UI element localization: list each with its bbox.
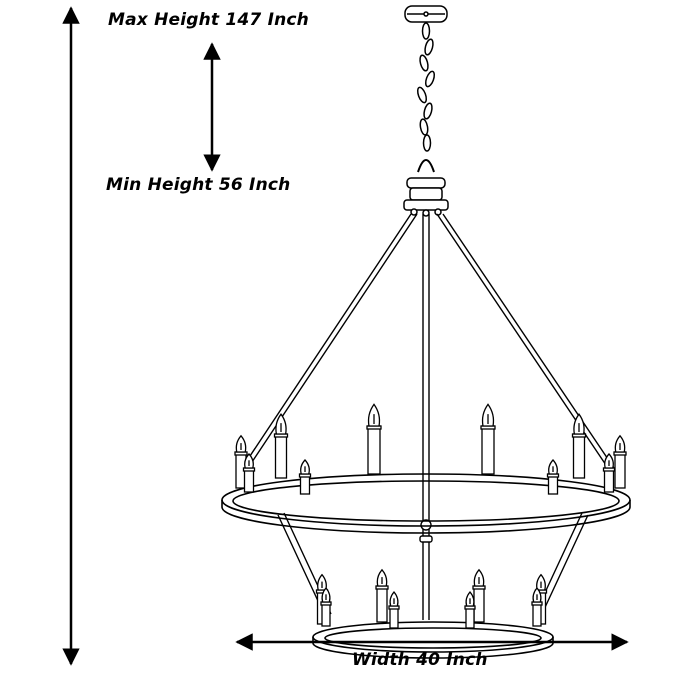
candle-light	[320, 586, 332, 627]
lower-ring	[312, 621, 554, 659]
candle-light	[388, 590, 400, 629]
candle-light	[480, 403, 496, 475]
candle-light	[298, 459, 312, 495]
center-hub	[403, 177, 449, 217]
max-height-label: Max Height 147 Inch	[108, 10, 309, 30]
candle-light	[366, 403, 382, 475]
candle-light	[546, 459, 560, 495]
candle-light	[273, 413, 289, 479]
hanging-chain	[416, 22, 436, 173]
candle-light	[234, 434, 248, 489]
candle-light	[375, 568, 389, 623]
upper-ring	[221, 473, 631, 534]
candle-light	[613, 434, 627, 489]
ceiling-canopy	[404, 5, 448, 23]
candle-light	[602, 453, 616, 493]
candle-light	[531, 586, 543, 627]
candle-light	[242, 453, 256, 493]
min-height-label: Min Height 56 Inch	[106, 175, 291, 195]
candle-light	[571, 413, 587, 479]
suspension-rods	[237, 213, 619, 530]
candle-lights	[234, 403, 627, 629]
width-label: Width 40 Inch	[352, 650, 488, 670]
candle-light	[472, 568, 486, 623]
candle-light	[464, 590, 476, 629]
